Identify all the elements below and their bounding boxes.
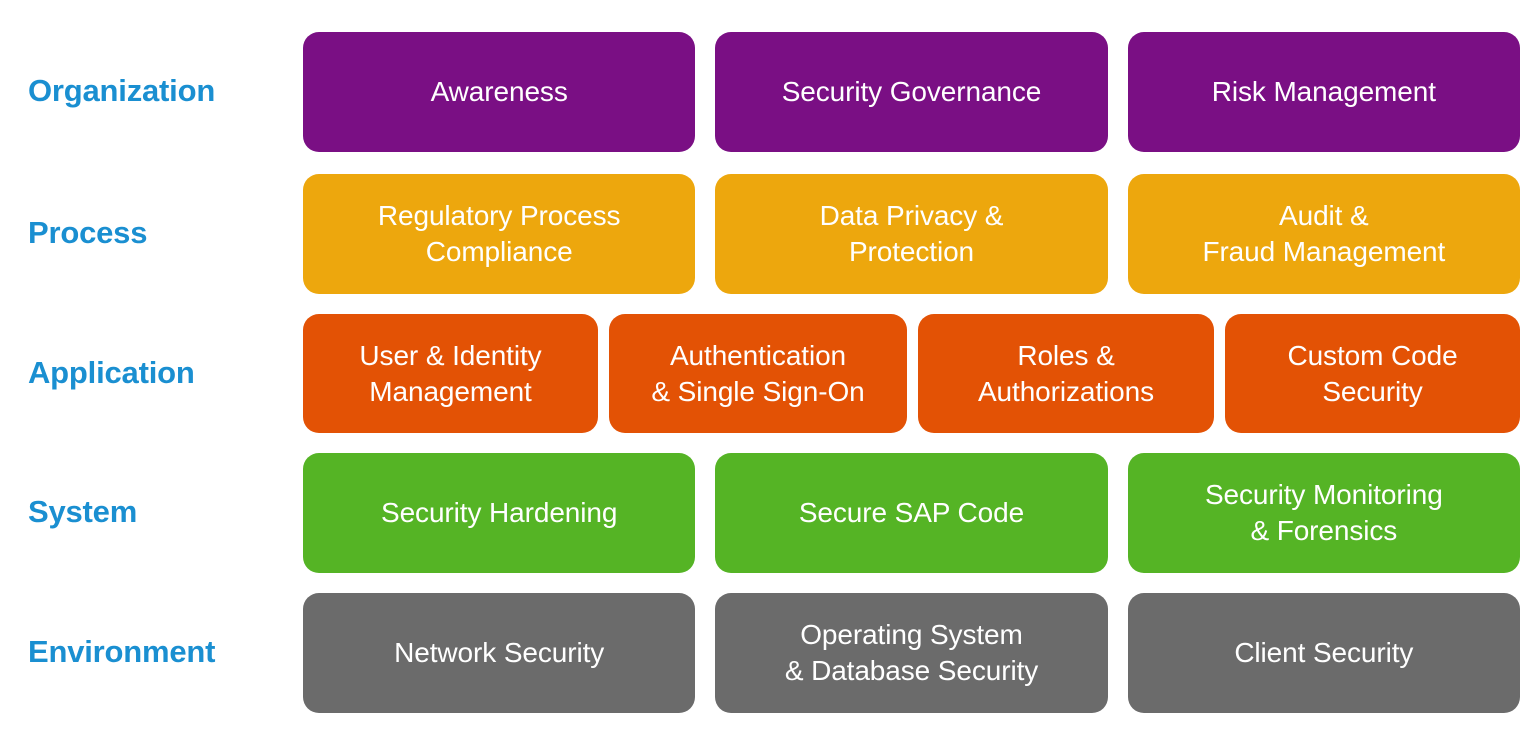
- card-user-identity-management[interactable]: User & Identity Management: [303, 314, 598, 433]
- card-label: Security Hardening: [381, 497, 618, 528]
- card-label: Roles & Authorizations: [977, 339, 1155, 407]
- card-label: Data Privacy & Protection: [819, 200, 1004, 267]
- layer-label-process: Process: [28, 215, 148, 250]
- card-risk-management[interactable]: Risk Management: [1127, 32, 1520, 152]
- card-audit-fraud-management[interactable]: Audit & Fraud Management: [1127, 174, 1520, 294]
- card-operating-system-database-security[interactable]: Operating System & Database Security: [715, 593, 1108, 713]
- card-awareness[interactable]: Awareness: [303, 32, 696, 152]
- card-label: Risk Management: [1211, 76, 1436, 107]
- card-label: Client Security: [1234, 637, 1414, 668]
- card-client-security[interactable]: Client Security: [1127, 593, 1520, 713]
- card-security-hardening[interactable]: Security Hardening: [303, 453, 696, 573]
- card-label: Audit & Fraud Management: [1202, 200, 1446, 267]
- layer-label-application: Application: [28, 355, 195, 390]
- card-label: Awareness: [430, 76, 568, 107]
- layer-row-environment: Environment Network Security Operating S…: [0, 593, 1539, 713]
- card-secure-sap-code[interactable]: Secure SAP Code: [715, 453, 1108, 573]
- layer-cards-process: Regulatory Process Compliance Data Priva…: [303, 174, 1520, 294]
- card-security-monitoring-forensics[interactable]: Security Monitoring & Forensics: [1127, 453, 1520, 573]
- card-label: Secure SAP Code: [798, 497, 1025, 528]
- card-authentication-single-sign-on[interactable]: Authentication & Single Sign-On: [609, 314, 907, 433]
- layer-cards-system: Security Hardening Secure SAP Code Secur…: [303, 453, 1520, 573]
- card-security-governance[interactable]: Security Governance: [715, 32, 1108, 152]
- card-label: Custom Code Security: [1287, 339, 1458, 407]
- layer-row-system: System Security Hardening Secure SAP Cod…: [0, 453, 1539, 573]
- card-label: Security Monitoring & Forensics: [1204, 479, 1443, 546]
- layer-row-application: Application User & Identity Management A…: [0, 314, 1539, 433]
- layer-row-organization: Organization Awareness Security Governan…: [0, 32, 1539, 152]
- card-data-privacy-protection[interactable]: Data Privacy & Protection: [715, 174, 1108, 294]
- layer-label-environment: Environment: [28, 634, 216, 669]
- card-label: Security Governance: [781, 76, 1042, 107]
- layer-label-organization: Organization: [28, 73, 216, 108]
- card-label: Regulatory Process Compliance: [377, 200, 621, 267]
- card-label: User & Identity Management: [359, 339, 542, 407]
- layer-cards-environment: Network Security Operating System & Data…: [303, 593, 1520, 713]
- card-network-security[interactable]: Network Security: [303, 593, 696, 713]
- layer-row-process: Process Regulatory Process Compliance Da…: [0, 174, 1539, 294]
- card-label: Network Security: [394, 637, 605, 668]
- card-label: Authentication & Single Sign-On: [651, 339, 865, 407]
- card-regulatory-process-compliance[interactable]: Regulatory Process Compliance: [303, 174, 696, 294]
- layer-label-system: System: [28, 494, 138, 529]
- card-roles-authorizations[interactable]: Roles & Authorizations: [918, 314, 1214, 433]
- layer-cards-application: User & Identity Management Authenticatio…: [303, 314, 1520, 433]
- layer-cards-organization: Awareness Security Governance Risk Manag…: [303, 32, 1520, 152]
- card-label: Operating System & Database Security: [784, 619, 1039, 686]
- card-custom-code-security[interactable]: Custom Code Security: [1225, 314, 1520, 433]
